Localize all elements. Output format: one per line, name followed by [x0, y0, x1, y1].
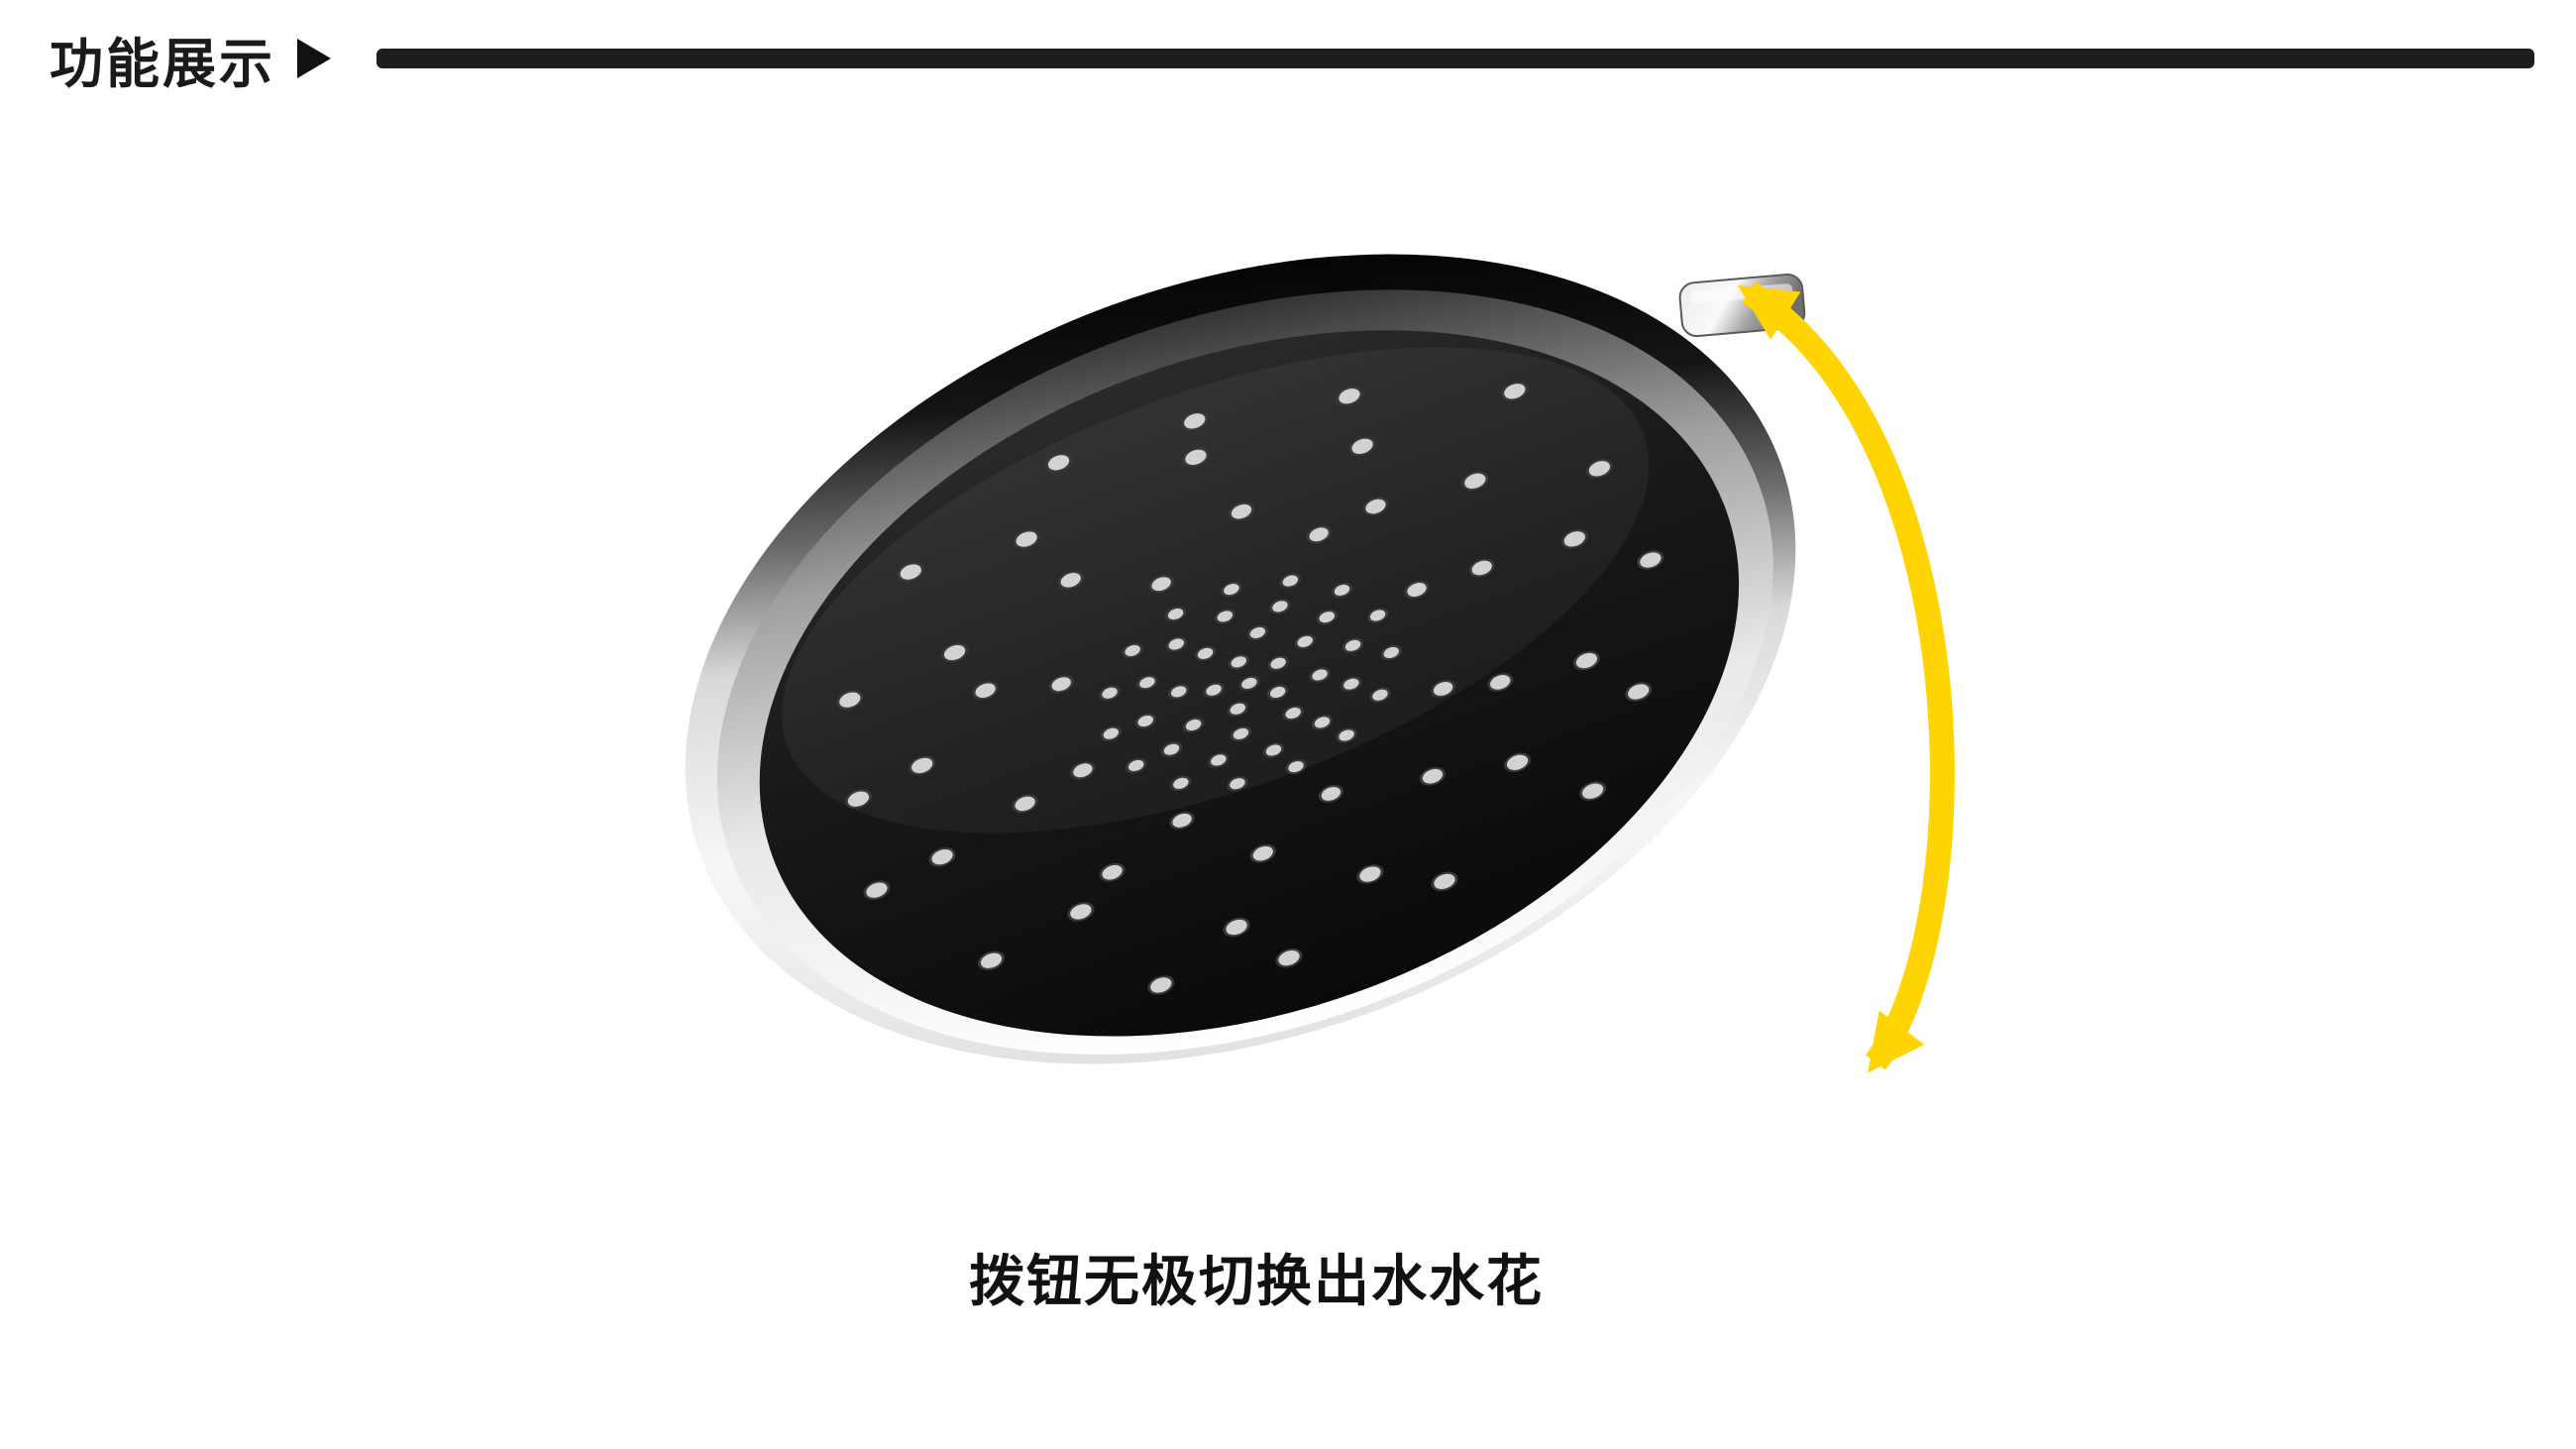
- nozzle-dot: [1203, 682, 1225, 698]
- nozzle-dot: [1228, 502, 1254, 521]
- nozzle-dot: [1148, 575, 1174, 594]
- nozzle-dot: [1362, 497, 1389, 516]
- nozzle-dot: [1228, 654, 1249, 670]
- nozzle-dot: [1461, 471, 1489, 492]
- nozzle-dot: [1182, 447, 1210, 468]
- nozzle-dot: [1134, 713, 1156, 729]
- nozzle-dot: [1227, 776, 1248, 792]
- nozzle-dot: [836, 690, 864, 710]
- nozzle-dot: [1230, 725, 1252, 742]
- rotation-double-arrow-icon: [1737, 281, 1955, 1073]
- nozzle-dot: [1168, 684, 1190, 700]
- nozzle-dot: [1048, 675, 1074, 694]
- nozzle-dot: [1468, 558, 1495, 578]
- nozzle-dot: [1572, 650, 1600, 671]
- nozzle-dot: [1100, 725, 1122, 741]
- nozzle-dot: [1223, 917, 1250, 938]
- nozzle-dot: [1294, 633, 1316, 650]
- nozzle-dot: [1285, 758, 1307, 775]
- shower-head: [685, 254, 1806, 1064]
- nozzle-dot: [1238, 675, 1260, 692]
- nozzle-dot: [909, 755, 936, 776]
- nozzle-dot: [1419, 766, 1446, 786]
- nozzle-dot: [1221, 581, 1242, 598]
- nozzle-dot: [1122, 642, 1143, 659]
- nozzle-dot: [1181, 411, 1209, 431]
- nozzle-dot: [1579, 781, 1607, 801]
- nozzle-dot: [1246, 624, 1268, 641]
- nozzle-dot: [1170, 775, 1192, 791]
- nozzle-dot: [1267, 655, 1289, 671]
- nozzle-dot: [1560, 529, 1588, 549]
- nozzle-dot: [1369, 687, 1391, 703]
- nozzle-dot: [1275, 947, 1303, 968]
- nozzle-dot: [1262, 742, 1285, 758]
- nozzle-dot: [1431, 871, 1458, 892]
- header-rule: [376, 49, 2534, 68]
- nozzle-dot: [972, 681, 999, 701]
- nozzle-dot: [1249, 843, 1276, 863]
- nozzle-dot: [1165, 636, 1187, 652]
- nozzle-dot: [1169, 811, 1195, 830]
- nozzle-dot: [977, 950, 1006, 971]
- nozzle-dot: [1342, 637, 1364, 653]
- nozzle-dot: [1208, 752, 1230, 768]
- nozzle-dot: [1057, 570, 1084, 590]
- nozzle-dot: [1282, 705, 1304, 722]
- nozzle-dot: [1126, 757, 1147, 774]
- nozzle-dot: [1366, 608, 1389, 623]
- nozzle-dot: [1331, 582, 1353, 599]
- nozzle-dot: [1348, 436, 1376, 457]
- nozzle-dot: [1227, 701, 1248, 717]
- nozzle-dot: [1309, 667, 1331, 683]
- nozzle-dot: [1214, 609, 1235, 624]
- nozzle-dot: [1070, 761, 1096, 780]
- page-title: 功能展示: [50, 32, 275, 95]
- nozzle-dot: [1012, 794, 1038, 814]
- nozzle-dot: [1316, 610, 1338, 625]
- nozzle-dot: [1279, 573, 1301, 589]
- nozzle-dot: [1099, 862, 1126, 882]
- header: 功能展示: [50, 26, 2534, 95]
- nozzle-dot: [1013, 529, 1040, 549]
- nozzle-dot: [1067, 902, 1095, 922]
- nozzle-dot: [1318, 784, 1343, 803]
- nozzles-group: [836, 382, 1664, 995]
- nozzle-dot: [1147, 975, 1175, 995]
- nozzle-dot: [1045, 453, 1073, 473]
- nozzle-dot: [1404, 580, 1430, 600]
- nozzle-dot: [1431, 679, 1456, 698]
- nozzle-dot: [1160, 741, 1183, 757]
- nozzle-dot: [1311, 715, 1334, 730]
- nozzle-dot: [928, 846, 956, 867]
- nozzle-dot: [1266, 684, 1289, 701]
- nozzle-dot: [1380, 644, 1402, 661]
- nozzle-dot: [1269, 599, 1291, 614]
- nozzle-dot: [1504, 752, 1532, 773]
- nozzle-dot: [863, 880, 891, 900]
- play-triangle-icon: [297, 39, 331, 78]
- nozzle-dot: [1625, 682, 1653, 702]
- nozzle-dot: [1136, 675, 1158, 691]
- nozzle-dot: [941, 642, 969, 663]
- nozzle-dot: [1194, 645, 1217, 662]
- caption: 拨钮无极切换出水水花: [969, 1250, 1544, 1314]
- nozzle-dot: [1336, 727, 1357, 743]
- nozzle-dot: [1099, 685, 1121, 701]
- nozzle-dot: [1336, 386, 1363, 406]
- nozzle-dot: [1356, 864, 1384, 884]
- nozzle-dot: [1501, 382, 1529, 401]
- nozzle-dot: [1585, 459, 1613, 479]
- face-sheen: [782, 347, 1650, 834]
- nozzle-dot: [1306, 525, 1332, 544]
- nozzle-dot: [1164, 606, 1187, 622]
- nozzle-dot: [1487, 672, 1514, 692]
- nozzle-dot: [1182, 717, 1205, 733]
- nozzle-dot: [897, 562, 924, 582]
- nozzle-dot: [1341, 676, 1362, 692]
- nozzle-dot: [1637, 550, 1664, 570]
- nozzle-dot: [844, 789, 872, 809]
